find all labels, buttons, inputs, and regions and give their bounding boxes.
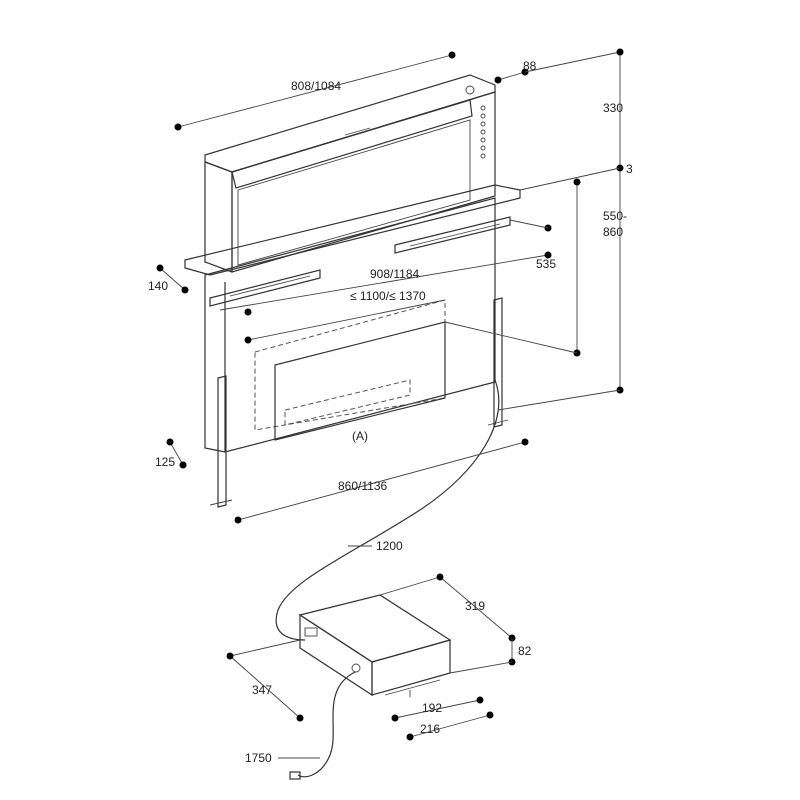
dim-motor-length: 347 <box>252 683 272 697</box>
lower-housing <box>204 197 496 453</box>
dim-motor-foot-inner: 192 <box>422 701 442 715</box>
hood-glass-inner <box>237 119 471 266</box>
hood-intake-slot <box>231 99 473 189</box>
dim-top-width: 808/1084 <box>291 79 341 93</box>
dim-bracket-width: 908/1184 <box>370 267 419 281</box>
dim-power-cable: 1750 <box>245 751 272 765</box>
control-buttons <box>465 85 486 159</box>
dim-total-height-b: 860 <box>603 225 623 239</box>
fan-outline-dashed <box>254 299 446 431</box>
hood-slot-divider <box>344 127 371 136</box>
rail-left <box>217 375 227 508</box>
marker-a: (A) <box>352 429 368 443</box>
housing-window <box>274 321 446 441</box>
connection-cable <box>275 379 500 641</box>
motor-top <box>298 594 452 663</box>
dim-panel-thickness: 140 <box>148 279 168 293</box>
motor-left-face <box>299 613 373 697</box>
motor-connector <box>304 627 318 637</box>
worktop-plate <box>184 184 521 276</box>
fan-inner-dashed <box>284 379 411 426</box>
dimension-lines <box>156 48 624 759</box>
power-plug-icon <box>289 771 301 780</box>
dim-lift-height: 330 <box>603 101 623 115</box>
bracket-right <box>394 216 511 254</box>
hood-left-edge <box>204 161 233 273</box>
hood-front-panel <box>231 91 496 273</box>
dim-top-depth: 88 <box>523 59 537 73</box>
dim-total-height-a: 550- <box>603 209 627 223</box>
dim-motor-foot-outer: 216 <box>420 722 440 736</box>
dim-bottom-depth: 125 <box>155 455 175 469</box>
motor-plug-icon <box>351 663 361 673</box>
power-knob-icon <box>465 85 475 95</box>
dim-motor-depth: 319 <box>465 599 485 613</box>
dim-cable-length: 1200 <box>376 539 403 553</box>
hood-top-cap <box>204 74 496 173</box>
dim-gap: 3 <box>626 162 633 176</box>
dim-motor-height: 82 <box>518 644 532 658</box>
motor-front-face <box>371 639 451 696</box>
bracket-left <box>209 269 321 307</box>
power-cable <box>297 671 356 778</box>
dim-cutout-width: ≤ 1100/≤ 1370 <box>350 289 426 303</box>
dim-bottom-width: 860/1136 <box>338 479 387 493</box>
downdraft-hood <box>184 74 521 508</box>
dim-inner-height: 535 <box>536 257 556 271</box>
dimension-labels: 808/1084 88 330 3 550- 860 140 908/1184 … <box>148 59 633 765</box>
rail-right <box>493 297 503 428</box>
motor-unit <box>298 594 452 697</box>
